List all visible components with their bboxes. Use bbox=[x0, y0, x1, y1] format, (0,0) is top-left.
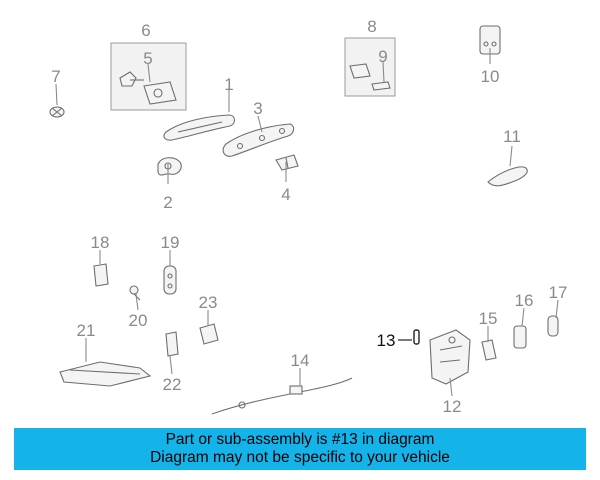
callout-13: 13 bbox=[377, 331, 396, 350]
callout-10: 10 bbox=[481, 67, 500, 86]
part-18-striker bbox=[93, 263, 109, 287]
callout-19: 19 bbox=[161, 233, 180, 252]
callout-1: 1 bbox=[224, 75, 233, 94]
banner-line-1: Part or sub-assembly is #13 in diagram bbox=[165, 431, 435, 448]
callout-21: 21 bbox=[77, 321, 96, 340]
parts-diagram: 1 2 3 4 5 6 7 8 9 10 11 12 13 14 15 16 1… bbox=[49, 17, 568, 416]
part-23-bumper bbox=[199, 323, 219, 345]
callout-9: 9 bbox=[378, 47, 387, 66]
callout-18: 18 bbox=[91, 233, 110, 252]
part-10-plate bbox=[479, 25, 501, 55]
part-2-bezel bbox=[157, 157, 182, 176]
part-19-plate bbox=[163, 265, 177, 295]
callout-5: 5 bbox=[143, 49, 152, 68]
part-7-grommet bbox=[49, 106, 65, 118]
part-4-clip bbox=[275, 154, 299, 171]
callout-12: 12 bbox=[443, 397, 462, 416]
callout-2: 2 bbox=[163, 193, 172, 212]
part-3-handle-frame bbox=[222, 123, 295, 157]
part-17-cap bbox=[547, 315, 559, 337]
part-20-bolt bbox=[129, 285, 141, 301]
callout-22: 22 bbox=[163, 375, 182, 394]
callout-15: 15 bbox=[479, 309, 498, 328]
part-15-rod-clip bbox=[481, 339, 497, 361]
callout-6: 6 bbox=[141, 21, 150, 40]
callout-17: 17 bbox=[549, 283, 568, 302]
part-16-cap bbox=[513, 325, 527, 349]
callout-4: 4 bbox=[281, 185, 290, 204]
callout-23: 23 bbox=[199, 293, 218, 312]
banner-line-2: Diagram may not be specific to your vehi… bbox=[150, 449, 450, 466]
callout-16: 16 bbox=[515, 291, 534, 310]
callout-11: 11 bbox=[503, 127, 521, 146]
callout-14: 14 bbox=[291, 351, 310, 370]
part-14-cable bbox=[211, 377, 353, 415]
callout-8: 8 bbox=[367, 17, 376, 36]
callout-7: 7 bbox=[51, 67, 60, 86]
part-11-inner-handle bbox=[487, 166, 528, 187]
part-21-door-check bbox=[59, 361, 152, 387]
callout-3: 3 bbox=[253, 99, 262, 118]
part-1-outer-handle bbox=[163, 114, 236, 141]
part-13-seal bbox=[413, 329, 420, 345]
part-6-key bbox=[119, 71, 144, 87]
callout-20: 20 bbox=[129, 311, 148, 330]
part-5-lock-cylinder bbox=[143, 81, 177, 105]
part-8-key-set bbox=[349, 63, 391, 91]
part-12-latch-assembly bbox=[429, 329, 471, 385]
part-22-bracket bbox=[165, 331, 179, 357]
part-info-banner: Part or sub-assembly is #13 in diagram D… bbox=[14, 428, 586, 470]
